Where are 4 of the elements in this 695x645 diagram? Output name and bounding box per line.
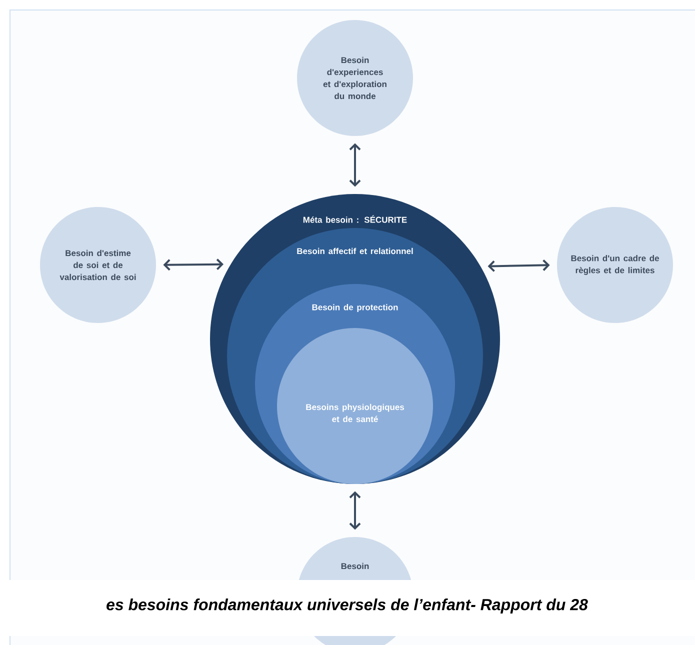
double-arrow: [488, 260, 550, 272]
double-arrow: [349, 491, 361, 530]
double-arrow: [349, 143, 361, 187]
double-arrow: [163, 258, 224, 271]
